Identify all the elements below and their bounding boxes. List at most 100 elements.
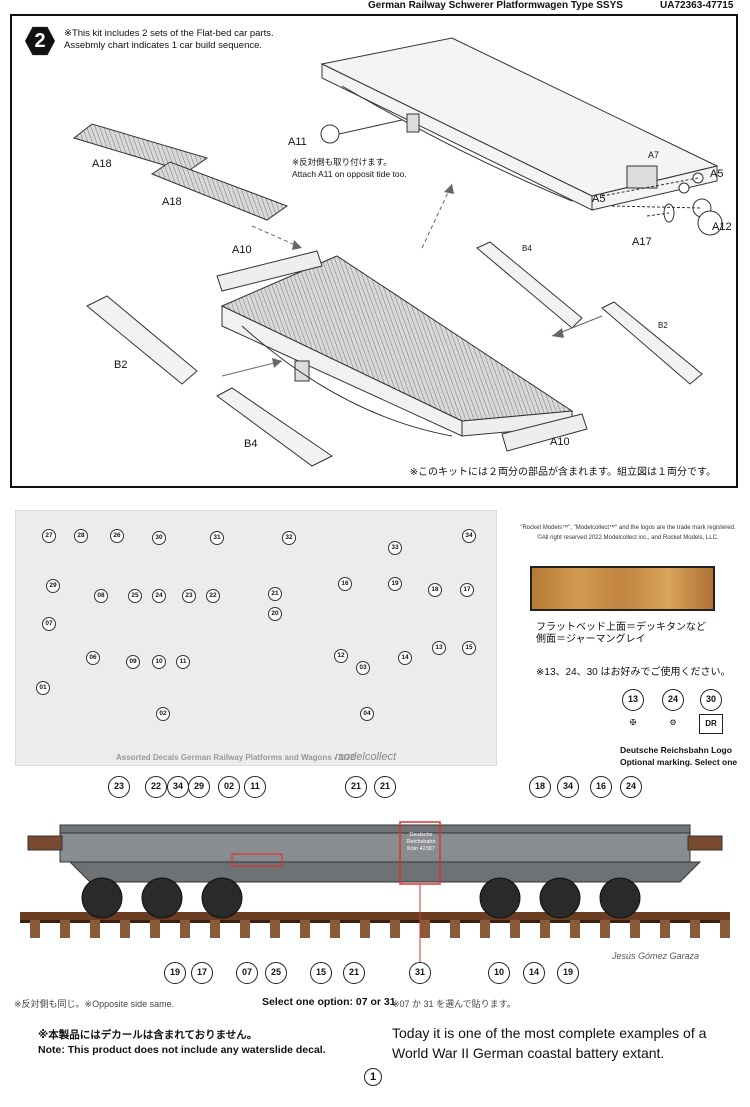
- no-decal-note-en: Note: This product does not include any …: [38, 1044, 326, 1056]
- page-header: German Railway Schwerer Platformwagen Ty…: [0, 0, 750, 13]
- decal-number: 02: [156, 707, 170, 721]
- label-a10-top: A10: [232, 244, 252, 256]
- callout-number: 34: [167, 776, 189, 798]
- label-b4-right: B4: [522, 244, 532, 253]
- decal-number: 16: [338, 577, 352, 591]
- label-a10-bottom: A10: [550, 436, 570, 448]
- optional-caption-line2: Optional marking. Select one: [620, 757, 738, 767]
- attach-note-jp: ※反対側も取り付けます。: [292, 157, 392, 167]
- label-b2-left: B2: [114, 359, 128, 371]
- callout-number: 18: [529, 776, 551, 798]
- optional-caption: Deutsche Reichsbahn Logo Optional markin…: [620, 744, 737, 768]
- callout-number: 02: [218, 776, 240, 798]
- history-quote: Today it is one of the most complete exa…: [392, 1025, 707, 1061]
- decal-number: 10: [152, 655, 166, 669]
- step-footer-note: ※このキットには２両分の部品が含まれます。組立図は１両分です。: [409, 467, 716, 478]
- callout-number: 34: [557, 776, 579, 798]
- decal-number: 27: [42, 529, 56, 543]
- part-a11-wheel: [320, 124, 340, 144]
- select-option-note-jp: ※07 か 31 を選んで貼ります。: [392, 999, 516, 1009]
- decal-number: 15: [462, 641, 476, 655]
- trademark-line1: "Rocket Models™", "Modelcollect™" and th…: [520, 525, 736, 531]
- label-b2-right: B2: [658, 321, 668, 330]
- decal-number: 23: [182, 589, 196, 603]
- callout-number: 21: [374, 776, 396, 798]
- decal-number: 33: [388, 541, 402, 555]
- callout-number: 31: [409, 962, 431, 984]
- decal-number: 31: [210, 531, 224, 545]
- label-a18-2: A18: [162, 196, 182, 208]
- optional-note: ※13、24、30 はお好みでご使用ください。: [536, 667, 731, 678]
- callout-number: 23: [108, 776, 130, 798]
- label-b4-left: B4: [244, 438, 258, 450]
- step-note-line2: Assebmly chart indicates 1 car build seq…: [64, 40, 263, 51]
- label-a5-1: A5: [710, 168, 724, 180]
- no-decal-note-jp: ※本製品にはデカールは含まれておりません。: [38, 1029, 258, 1041]
- page-number: 1: [364, 1068, 382, 1086]
- eagle-logo-icon: ✠: [629, 718, 637, 727]
- attach-note-en: Attach A11 on opposit tide too.: [292, 169, 407, 179]
- attach-note: ※反対側も取り付けます。 Attach A11 on opposit tide …: [292, 156, 407, 180]
- callout-number: 29: [188, 776, 210, 798]
- callout-number: 21: [345, 776, 367, 798]
- callout-number: 19: [557, 962, 579, 984]
- wagon-marking-text: Deutsche Reichsbahn Köln 42387: [406, 832, 436, 852]
- decal-number: 25: [128, 589, 142, 603]
- callout-number: 07: [236, 962, 258, 984]
- callout-number: 17: [191, 962, 213, 984]
- callout-number: 15: [310, 962, 332, 984]
- dr-logo: DR: [699, 714, 723, 734]
- kit-title: German Railway Schwerer Platformwagen Ty…: [368, 0, 623, 11]
- decal-number: 06: [86, 651, 100, 665]
- part-a10-bottom: [501, 413, 588, 452]
- select-option-note: Select one option: 07 or 31: [262, 996, 396, 1008]
- label-a11: A11: [288, 136, 307, 148]
- color-note-line1: フラットベッド上面＝デッキタンなど: [536, 622, 706, 633]
- decal-number: 14: [398, 651, 412, 665]
- decal-number: 20: [268, 607, 282, 621]
- decal-number: 03: [356, 661, 370, 675]
- decal-number: 08: [94, 589, 108, 603]
- decal-number: 19: [388, 577, 402, 591]
- decal-number: 04: [360, 707, 374, 721]
- callout-number: 24: [620, 776, 642, 798]
- color-note: フラットベッド上面＝デッキタンなど 側面＝ジャーマングレイ: [536, 622, 706, 646]
- part-b4-left: [216, 387, 333, 467]
- trademark-notice: "Rocket Models™", "Modelcollect™" and th…: [512, 523, 744, 543]
- trademark-line2: ©All right reserved 2022 Modelcollect in…: [537, 535, 719, 541]
- part-a18-upper: [72, 123, 209, 173]
- label-a17: A17: [632, 236, 652, 248]
- kit-code: UA72363-47715: [660, 0, 734, 11]
- callout-number: 11: [244, 776, 266, 798]
- part-b2-left: [86, 295, 198, 385]
- decal-number: 22: [206, 589, 220, 603]
- part-a10-top: [216, 250, 323, 292]
- callout-number: 21: [343, 962, 365, 984]
- callout-number: 10: [488, 962, 510, 984]
- optional-item: 24: [662, 689, 684, 711]
- deck-color-swatch: [530, 566, 715, 611]
- decal-number: 12: [334, 649, 348, 663]
- decal-number: 17: [460, 583, 474, 597]
- label-a18-1: A18: [92, 158, 112, 170]
- part-b2-right: [601, 301, 703, 385]
- optional-item: 30: [700, 689, 722, 711]
- decal-brand: modelcollect: [334, 751, 396, 763]
- decal-number: 18: [428, 583, 442, 597]
- decal-number: 24: [152, 589, 166, 603]
- callout-number: 22: [145, 776, 167, 798]
- color-note-line2: 側面＝ジャーマングレイ: [536, 634, 646, 645]
- assembled-flatcar: [320, 37, 719, 211]
- part-a18-lower: [150, 161, 289, 221]
- callout-number: 25: [265, 962, 287, 984]
- callout-number: 16: [590, 776, 612, 798]
- step-note-line1: ※This kit includes 2 sets of the Flat-be…: [64, 28, 274, 39]
- opposite-side-note: ※反対側も同じ。※Opposite side same.: [14, 999, 175, 1009]
- decal-number: 07: [42, 617, 56, 631]
- wagon-side-view: Deutsche Reichsbahn Köln 42387 23 22 34 …: [0, 770, 750, 1010]
- label-a7: A7: [648, 150, 660, 160]
- callout-number: 19: [164, 962, 186, 984]
- optional-item: 13: [622, 689, 644, 711]
- step-note: ※This kit includes 2 sets of the Flat-be…: [64, 28, 274, 52]
- decal-number: 21: [268, 587, 282, 601]
